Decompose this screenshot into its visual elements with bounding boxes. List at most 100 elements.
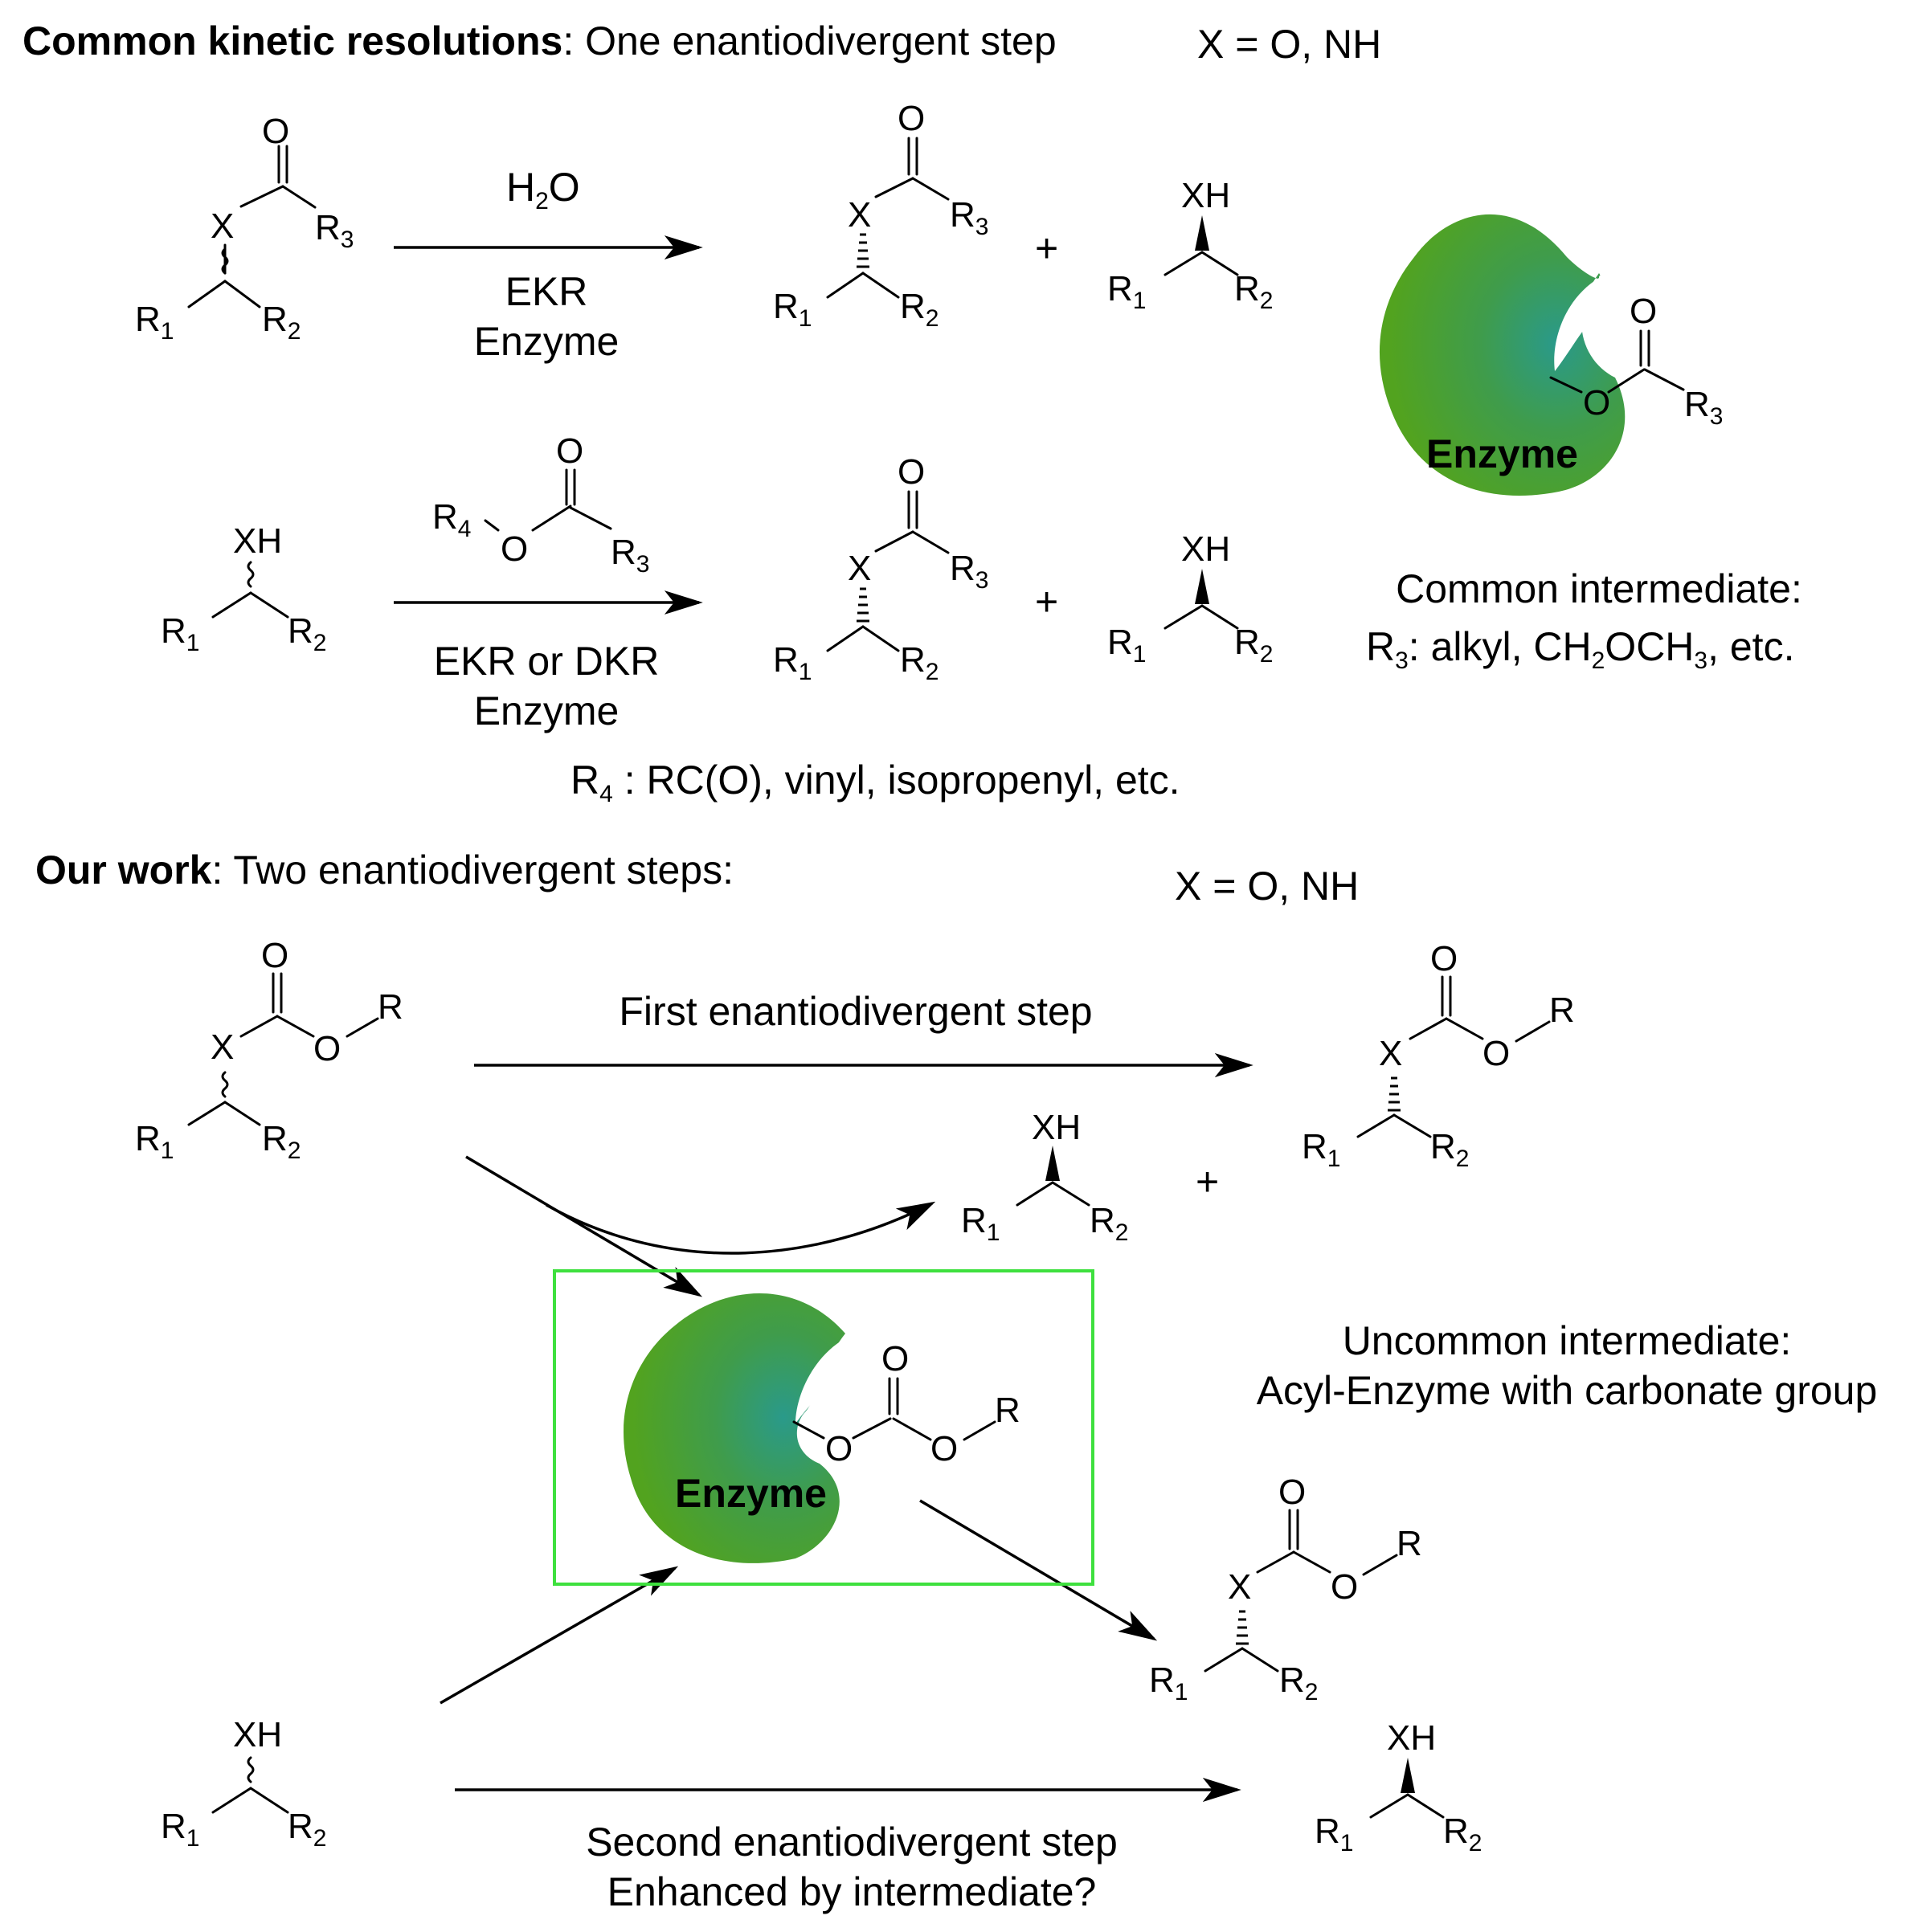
reaction2-plus: + bbox=[1035, 579, 1058, 624]
product-ester-1: O X R3 R1 R2 bbox=[773, 99, 988, 332]
reaction1-condition-1: EKR bbox=[505, 269, 588, 314]
product1-r1-r: R bbox=[773, 287, 799, 326]
ester1-r3-r: R bbox=[315, 208, 341, 247]
alcohol5-r1: R1 bbox=[161, 1807, 199, 1852]
r4-def-a: R bbox=[570, 758, 599, 803]
alcohol6-r2-sub: 2 bbox=[1469, 1830, 1482, 1856]
product2-r2-sub: 2 bbox=[926, 659, 939, 685]
reaction1-reagent: H2O bbox=[506, 165, 580, 214]
alcohol2-r1: R1 bbox=[161, 611, 199, 656]
carbonate1-ester-o: O bbox=[313, 1029, 341, 1068]
alcohol2-r2-r: R bbox=[288, 611, 313, 651]
carbonate2-r2-sub: 2 bbox=[1456, 1146, 1470, 1172]
product2-x: X bbox=[848, 549, 871, 588]
ester1-r2: R2 bbox=[262, 300, 301, 345]
r3-def-sub: 3 bbox=[1395, 647, 1409, 674]
acyl-donor: O O R4 R3 bbox=[432, 431, 649, 578]
ester1-r3: R3 bbox=[315, 208, 354, 253]
alcohol1-r1: R1 bbox=[1107, 269, 1146, 314]
enzyme-to-carbonate-arrow bbox=[919, 1499, 1158, 1641]
alcohol3-r2: R2 bbox=[1234, 623, 1273, 668]
alcohol5-r2-r: R bbox=[288, 1807, 313, 1846]
carbonate3-r1-r: R bbox=[1149, 1660, 1175, 1700]
acyl-enzyme-common: O O R3 Enzyme bbox=[1379, 214, 1724, 496]
second-step-label-1: Second enantiodivergent step bbox=[586, 1820, 1118, 1865]
carbonate3-carbonyl-o: O bbox=[1278, 1472, 1306, 1512]
ester1-r1-r: R bbox=[135, 300, 161, 339]
ester1-r2-r: R bbox=[262, 300, 288, 339]
alcohol4-xh: XH bbox=[1032, 1108, 1081, 1147]
product-carbonate-2: O X O R R1 R2 bbox=[1149, 1472, 1422, 1705]
acyl-donor-ester-o: O bbox=[501, 529, 528, 569]
r4-definition: R4 : RC(O), vinyl, isopropenyl, etc. bbox=[570, 758, 1180, 807]
enzyme-shape-2 bbox=[624, 1293, 845, 1563]
racemic-ester-1: O X R3 R1 R2 bbox=[135, 112, 354, 345]
product1-r1: R1 bbox=[773, 287, 812, 332]
acyl-donor-carbonyl-o: O bbox=[556, 431, 583, 471]
carbonate1-carbonyl-o: O bbox=[261, 936, 288, 975]
section2-x-definition: X = O, NH bbox=[1175, 864, 1359, 909]
alcohol2-xh: XH bbox=[233, 521, 282, 561]
section1-title-bold: Common kinetic resolutions bbox=[22, 18, 562, 63]
carbonate1-r1-sub: 1 bbox=[161, 1138, 174, 1164]
alcohol3-r1-r: R bbox=[1107, 623, 1133, 662]
released-alcohol: XH R1 R2 bbox=[961, 1108, 1128, 1246]
carbonate2-r1-sub: 1 bbox=[1327, 1146, 1341, 1172]
enzyme1-ester-o: O bbox=[1583, 383, 1610, 423]
product1-x: X bbox=[848, 195, 871, 235]
carbonate1-r2: R2 bbox=[262, 1119, 301, 1164]
product2-carbonyl-o: O bbox=[898, 452, 925, 492]
section2-title-bold: Our work bbox=[35, 848, 212, 892]
reaction2-condition-1: EKR or DKR bbox=[434, 639, 660, 684]
carbonate3-r1: R1 bbox=[1149, 1660, 1188, 1705]
alcohol6-r2-r: R bbox=[1443, 1812, 1469, 1851]
r3-def-sub2: 2 bbox=[1592, 647, 1605, 674]
alcohol4-r2-sub: 2 bbox=[1115, 1219, 1129, 1246]
product-alcohol-2: XH R1 R2 bbox=[1107, 529, 1273, 668]
product1-r3-sub: 3 bbox=[975, 214, 989, 240]
acyl-enzyme-carbonate: O O O R Enzyme bbox=[624, 1293, 1020, 1563]
reaction1-condition-2: Enzyme bbox=[474, 319, 620, 364]
alcohol6-r1-r: R bbox=[1315, 1812, 1340, 1851]
alcohol4-r2: R2 bbox=[1090, 1201, 1128, 1246]
alcohol2-r1-r: R bbox=[161, 611, 186, 651]
enzyme2-carbonyl-o: O bbox=[881, 1339, 909, 1379]
alcohol1-r1-sub: 1 bbox=[1133, 288, 1147, 314]
alcohol3-r2-sub: 2 bbox=[1260, 641, 1274, 668]
product-ester-2: O X R3 R1 R2 bbox=[773, 452, 988, 685]
alcohol1-r2: R2 bbox=[1234, 269, 1273, 314]
carbonate2-r2-r: R bbox=[1430, 1127, 1456, 1166]
alcohol2-r2-sub: 2 bbox=[313, 630, 327, 656]
alcohol3-r1-sub: 1 bbox=[1133, 641, 1147, 668]
alcohol2-r1-sub: 1 bbox=[186, 630, 200, 656]
alcohol5-r1-r: R bbox=[161, 1807, 186, 1846]
alcohol5-r1-sub: 1 bbox=[186, 1825, 200, 1852]
product2-r1-r: R bbox=[773, 640, 799, 680]
alcohol1-r1-r: R bbox=[1107, 269, 1133, 308]
carbonate3-x: X bbox=[1228, 1567, 1251, 1607]
r3-def-b: : alkyl, CH bbox=[1409, 624, 1592, 669]
ester1-carbonyl-o: O bbox=[262, 112, 289, 151]
ester1-r3-sub: 3 bbox=[341, 227, 354, 253]
r3-def-a: R bbox=[1366, 624, 1395, 669]
alcohol-release-arrow bbox=[546, 1201, 936, 1255]
carbonate2-r1-r: R bbox=[1302, 1127, 1327, 1166]
alcohol3-xh: XH bbox=[1181, 529, 1230, 569]
carbonate3-r2-sub: 2 bbox=[1305, 1679, 1319, 1705]
carbonate1-r: R bbox=[378, 987, 403, 1027]
alcohol3-r2-r: R bbox=[1234, 623, 1260, 662]
product-carbonate-1: O X O R R1 R2 bbox=[1302, 939, 1575, 1172]
reaction1-reagent-sub: 2 bbox=[535, 188, 549, 214]
carbonate3-r: R bbox=[1397, 1524, 1422, 1563]
alcohol6-r1: R1 bbox=[1315, 1812, 1353, 1856]
enzyme1-r3-sub: 3 bbox=[1710, 403, 1724, 430]
r3-def-c: OCH bbox=[1605, 624, 1694, 669]
product2-r2: R2 bbox=[900, 640, 939, 685]
uncommon-intermediate-desc: Acyl-Enzyme with carbonate group bbox=[1257, 1368, 1878, 1413]
carbonate-to-enzyme-arrow bbox=[465, 1155, 703, 1297]
alcohol1-xh: XH bbox=[1181, 176, 1230, 215]
enzyme2-ester-o1: O bbox=[825, 1429, 853, 1468]
alcohol5-r2: R2 bbox=[288, 1807, 326, 1852]
alcohol4-r1-r: R bbox=[961, 1201, 987, 1240]
